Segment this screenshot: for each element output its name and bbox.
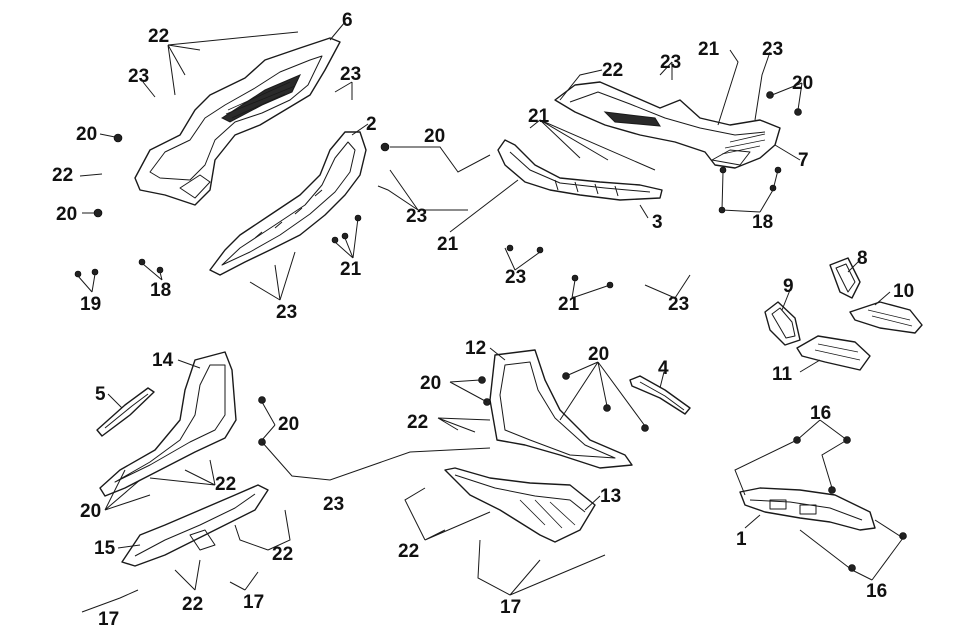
callout-23: 23 bbox=[406, 206, 427, 227]
callout-9: 9 bbox=[783, 276, 794, 297]
callout-labels: 22 6 23 23 20 22 20 2 20 23 21 23 19 18 … bbox=[52, 10, 914, 630]
callout-23: 23 bbox=[660, 52, 681, 73]
part-11-pad bbox=[796, 335, 871, 371]
callout-20: 20 bbox=[420, 373, 441, 394]
callout-14: 14 bbox=[152, 350, 174, 371]
callout-17: 17 bbox=[98, 609, 119, 630]
callout-22: 22 bbox=[272, 544, 293, 565]
callout-22: 22 bbox=[148, 26, 169, 47]
callout-20: 20 bbox=[792, 73, 813, 94]
part-7-floorboard-right bbox=[554, 81, 781, 169]
callout-7: 7 bbox=[798, 150, 809, 171]
callout-2: 2 bbox=[366, 114, 377, 135]
callout-23: 23 bbox=[340, 64, 361, 85]
part-10-pad bbox=[849, 301, 923, 334]
callout-11: 11 bbox=[772, 364, 793, 385]
part-1-bracket bbox=[739, 487, 876, 531]
part-2-side-rail-left bbox=[209, 131, 367, 276]
callout-8: 8 bbox=[857, 248, 868, 269]
callout-10: 10 bbox=[893, 281, 914, 302]
callout-22: 22 bbox=[182, 594, 203, 615]
callout-16: 16 bbox=[866, 581, 887, 602]
callout-12: 12 bbox=[465, 338, 486, 359]
leader-lines bbox=[77, 21, 904, 613]
part-15-under-cover-left bbox=[121, 484, 269, 567]
part-3-side-rail-right bbox=[497, 139, 663, 201]
callout-1: 1 bbox=[736, 529, 747, 550]
callout-15: 15 bbox=[94, 538, 116, 559]
callout-3: 3 bbox=[652, 212, 663, 233]
callout-20: 20 bbox=[56, 204, 77, 225]
callout-23: 23 bbox=[276, 302, 297, 323]
callout-22: 22 bbox=[52, 165, 73, 186]
callout-16: 16 bbox=[810, 403, 831, 424]
callout-23: 23 bbox=[128, 66, 149, 87]
callout-21: 21 bbox=[558, 294, 580, 315]
callout-21: 21 bbox=[437, 234, 459, 255]
part-5-small-trim-left bbox=[96, 387, 155, 437]
callout-20: 20 bbox=[588, 344, 609, 365]
callout-18: 18 bbox=[752, 212, 773, 233]
callout-22: 22 bbox=[215, 474, 236, 495]
callout-23: 23 bbox=[668, 294, 689, 315]
part-9-pad bbox=[764, 301, 801, 346]
callout-20: 20 bbox=[278, 414, 299, 435]
part-6-floorboard-left bbox=[134, 37, 341, 206]
callout-5: 5 bbox=[95, 384, 106, 405]
callout-18: 18 bbox=[150, 280, 171, 301]
callout-23: 23 bbox=[323, 494, 344, 515]
callout-21: 21 bbox=[528, 106, 550, 127]
callout-21: 21 bbox=[340, 259, 362, 280]
callout-17: 17 bbox=[500, 597, 521, 618]
callout-13: 13 bbox=[600, 486, 621, 507]
callout-19: 19 bbox=[80, 294, 101, 315]
callout-22: 22 bbox=[398, 541, 419, 562]
callout-22: 22 bbox=[407, 412, 428, 433]
callout-23: 23 bbox=[505, 267, 526, 288]
callout-23: 23 bbox=[762, 39, 783, 60]
callout-21: 21 bbox=[698, 39, 720, 60]
callout-20: 20 bbox=[80, 501, 101, 522]
callout-20: 20 bbox=[424, 126, 445, 147]
part-12-lower-cover-right bbox=[489, 349, 633, 469]
part-14-lower-cover-left bbox=[99, 351, 237, 497]
callout-22: 22 bbox=[602, 60, 623, 81]
part-13-under-cover-right bbox=[444, 467, 596, 543]
callout-17: 17 bbox=[243, 592, 264, 613]
callout-4: 4 bbox=[658, 358, 669, 379]
part-4-small-trim-right bbox=[629, 375, 691, 415]
callout-6: 6 bbox=[342, 10, 353, 31]
callout-20: 20 bbox=[76, 124, 97, 145]
